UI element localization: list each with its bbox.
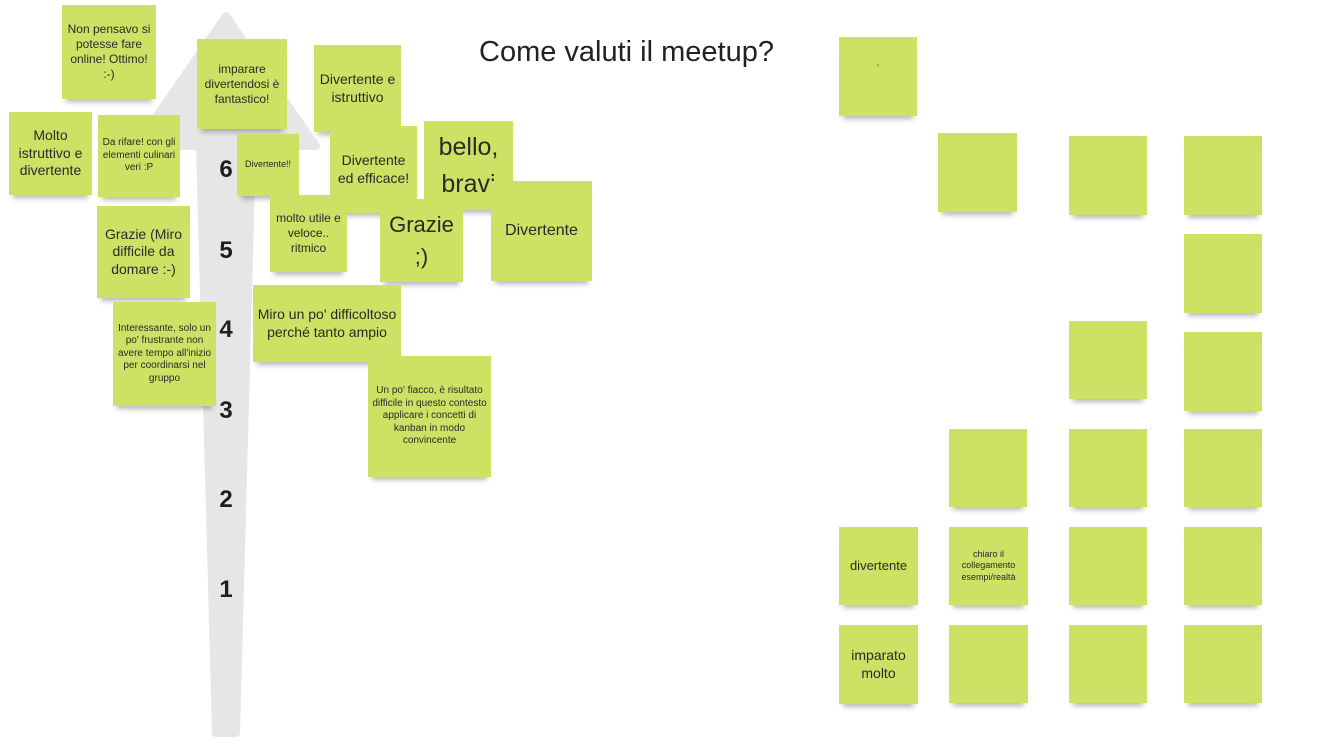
sticky-note-text: Divertente ed efficace!: [337, 152, 410, 186]
scale-label-2: 2: [219, 486, 233, 513]
grid-sticky-note[interactable]: [1069, 625, 1147, 703]
board-title: Come valuti il meetup?: [479, 36, 774, 68]
sticky-note-text: Interessante, solo un po' frustrante non…: [117, 322, 212, 384]
grid-sticky-note[interactable]: imparato molto: [839, 625, 918, 704]
scale-label-5: 5: [219, 237, 233, 264]
sticky-note[interactable]: Divertente e istruttivo: [314, 45, 401, 132]
sticky-note[interactable]: Divertente: [491, 181, 592, 281]
scale-label-4: 4: [219, 316, 233, 343]
sticky-note-text: imparare divertendosi è fantastico!: [204, 61, 280, 106]
sticky-note[interactable]: Grazie ;): [380, 199, 463, 282]
sticky-note-text: Grazie ;): [389, 211, 454, 269]
sticky-note[interactable]: Interessante, solo un po' frustrante non…: [113, 302, 216, 406]
grid-sticky-note[interactable]: [1184, 234, 1262, 313]
grid-sticky-note[interactable]: [1069, 321, 1147, 399]
sticky-note-text: Divertente e istruttivo: [319, 71, 396, 105]
grid-sticky-note[interactable]: [1184, 625, 1262, 703]
sticky-note[interactable]: Molto istruttivo e divertente: [9, 112, 92, 195]
sticky-note-text: Non pensavo si potesse fare online! Otti…: [67, 22, 151, 81]
sticky-note[interactable]: Un po' fiacco, è risultato difficile in …: [368, 356, 491, 477]
sticky-note-text: Miro un po' difficoltoso perché tanto am…: [257, 306, 397, 340]
grid-sticky-note[interactable]: [1184, 429, 1262, 507]
sticky-note-text: `: [876, 64, 880, 76]
sticky-note[interactable]: Non pensavo si potesse fare online! Otti…: [62, 5, 156, 99]
grid-sticky-note[interactable]: [1184, 527, 1262, 605]
grid-sticky-note[interactable]: `: [839, 37, 917, 116]
sticky-note[interactable]: Miro un po' difficoltoso perché tanto am…: [253, 285, 401, 362]
sticky-note-text: Grazie (Miro difficile da domare :-): [104, 225, 182, 277]
scale-label-3: 3: [219, 397, 233, 424]
grid-sticky-note[interactable]: [1184, 136, 1262, 215]
sticky-note-text: Divertente: [505, 222, 578, 239]
sticky-note-text: Divertente!!: [244, 159, 292, 170]
sticky-note-text: chiaro il collegamento esempi/realtà: [961, 549, 1016, 582]
sticky-note[interactable]: Divertente ed efficace!: [330, 126, 417, 213]
grid-sticky-note[interactable]: divertente: [839, 527, 918, 605]
sticky-note[interactable]: Divertente!!: [237, 134, 299, 196]
grid-sticky-note[interactable]: [1069, 136, 1147, 215]
grid-sticky-note[interactable]: [1069, 429, 1147, 507]
scale-label-1: 1: [219, 576, 233, 603]
grid-sticky-note[interactable]: [949, 625, 1028, 703]
sticky-note-text: divertente: [849, 557, 908, 573]
sticky-note-text: Da rifare! con gli elementi culinari ver…: [102, 137, 176, 174]
scale-label-6: 6: [219, 156, 233, 183]
grid-sticky-note[interactable]: [1184, 332, 1262, 411]
sticky-note[interactable]: Grazie (Miro difficile da domare :-): [97, 206, 190, 298]
grid-sticky-note[interactable]: [949, 429, 1027, 507]
grid-sticky-note[interactable]: [1069, 527, 1147, 605]
grid-sticky-note[interactable]: [938, 133, 1017, 212]
sticky-note-text: bello, bravi: [438, 133, 499, 198]
sticky-note-text: imparato molto: [851, 647, 906, 681]
sticky-note-text: Molto istruttivo e divertente: [18, 127, 83, 179]
grid-sticky-note[interactable]: chiaro il collegamento esempi/realtà: [949, 527, 1028, 605]
sticky-note[interactable]: molto utile e veloce.. ritmico: [270, 195, 347, 272]
sticky-note[interactable]: Da rifare! con gli elementi culinari ver…: [98, 115, 180, 197]
sticky-note-text: molto utile e veloce.. ritmico: [276, 211, 341, 255]
sticky-note[interactable]: imparare divertendosi è fantastico!: [197, 39, 287, 129]
sticky-note-text: Un po' fiacco, è risultato difficile in …: [372, 385, 487, 447]
